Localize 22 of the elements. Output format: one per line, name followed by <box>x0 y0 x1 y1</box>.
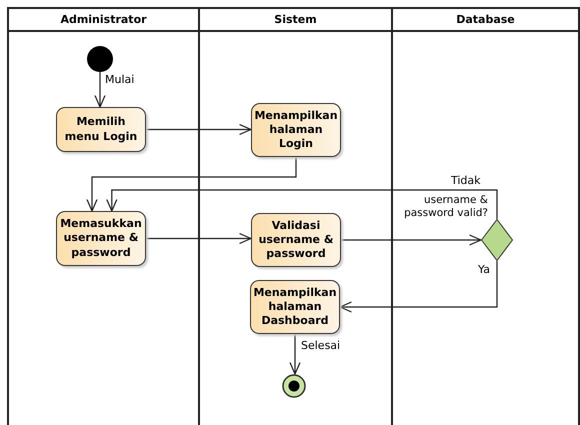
arrow <box>94 72 106 108</box>
arrow <box>86 157 297 212</box>
decision-label: username & password valid? <box>403 194 488 220</box>
arrow <box>289 334 301 375</box>
edge-label: Selesai <box>300 339 342 352</box>
edge-label: Mulai <box>104 73 136 86</box>
action-box: Menampilkan halaman Dashboard <box>250 280 340 334</box>
action-box: Memilih menu Login <box>56 107 146 152</box>
arrow <box>146 232 252 244</box>
action-box: Menampilkan halaman Login <box>251 103 341 157</box>
lane-header: Database <box>393 9 578 32</box>
arrow <box>341 234 482 246</box>
arrow <box>339 261 498 313</box>
action-box: Validasi username & password <box>251 213 341 267</box>
edge-label: Ya <box>477 263 491 276</box>
edge-label: Tidak <box>450 174 482 187</box>
lane-header: Administrator <box>9 9 198 32</box>
lane-header: Sistem <box>200 9 391 32</box>
arrow <box>106 189 498 219</box>
action-box: Memasukkan username & password <box>56 211 146 266</box>
arrow <box>146 124 252 136</box>
swimlane <box>7 7 200 425</box>
